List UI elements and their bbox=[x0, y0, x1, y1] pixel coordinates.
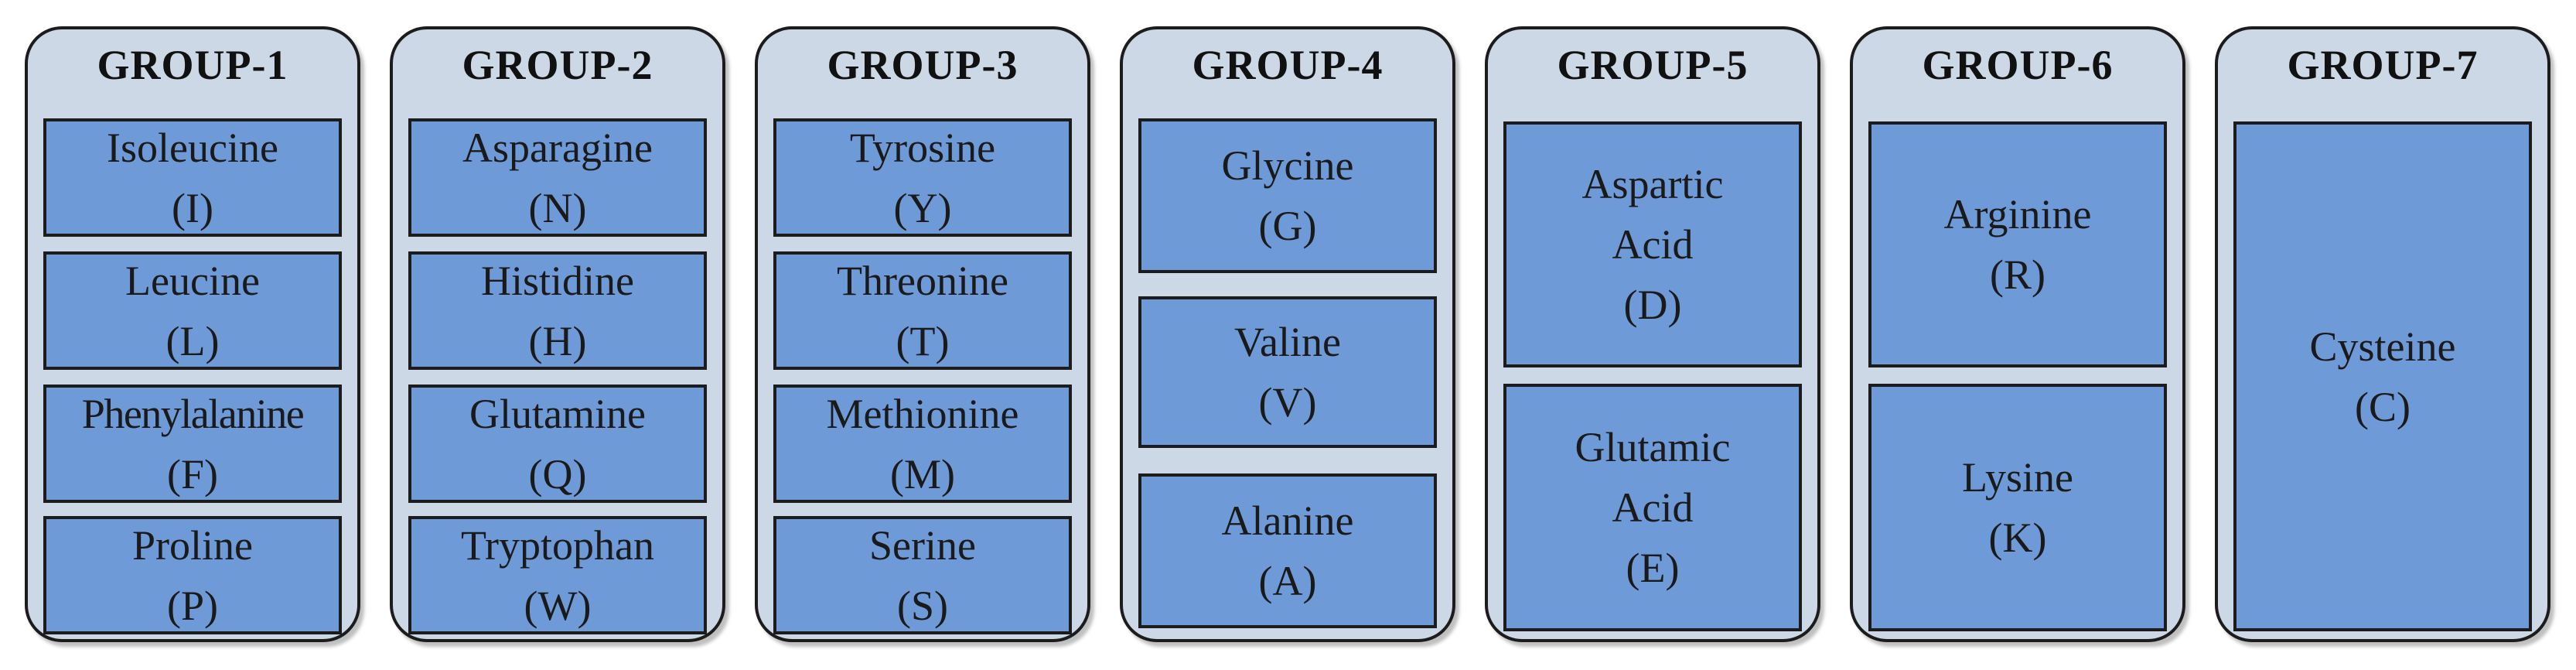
amino-acid-name: Tyrosine bbox=[849, 124, 996, 171]
amino-acid-abbr: (I) bbox=[172, 184, 213, 231]
amino-acid-abbr: (P) bbox=[167, 582, 218, 629]
amino-acid-name: Tryptophan bbox=[460, 521, 655, 569]
amino-acid-cell: Valine (V) bbox=[1138, 296, 1437, 448]
amino-acid-cell: Histidine (H) bbox=[408, 251, 707, 370]
group-title: GROUP-7 bbox=[2287, 42, 2479, 88]
amino-acid-name: Phenylalanine bbox=[81, 390, 305, 437]
amino-acid-abbr: (N) bbox=[528, 184, 587, 231]
amino-acid-name: Lysine bbox=[1962, 454, 2073, 501]
group-3-panel: GROUP-3 Tyrosine (Y) Threonine (T) Methi… bbox=[755, 26, 1090, 642]
amino-acid-name: Cysteine bbox=[2309, 323, 2456, 370]
amino-acid-abbr: (W) bbox=[524, 582, 592, 629]
amino-acid-name: Valine bbox=[1234, 319, 1341, 365]
amino-acid-name: Glutamine bbox=[469, 390, 646, 437]
amino-acid-cell: Serine (S) bbox=[773, 516, 1072, 634]
amino-acid-cell: Glycine (G) bbox=[1138, 118, 1437, 273]
amino-acid-name-line: Acid bbox=[1612, 221, 1694, 268]
group-2-panel: GROUP-2 Asparagine (N) Histidine (H) Glu… bbox=[390, 26, 725, 642]
amino-acid-abbr: (Y) bbox=[893, 184, 952, 231]
group-title: GROUP-5 bbox=[1557, 42, 1749, 88]
group-title: GROUP-3 bbox=[827, 42, 1018, 88]
amino-acid-abbr: (S) bbox=[897, 582, 948, 629]
amino-acid-abbr: (E) bbox=[1626, 545, 1680, 591]
amino-acid-name: Asparagine bbox=[462, 124, 653, 171]
amino-acid-cell: Alanine (A) bbox=[1138, 473, 1437, 628]
group-7-panel: GROUP-7 Cysteine (C) bbox=[2215, 26, 2550, 642]
group-4-panel: GROUP-4 Glycine (G) Valine (V) Alanine (… bbox=[1120, 26, 1455, 642]
amino-acid-abbr: (F) bbox=[167, 450, 218, 497]
amino-acid-cell: Isoleucine (I) bbox=[43, 118, 342, 237]
group-1-panel: GROUP-1 Isoleucine (I) Leucine (L) Pheny… bbox=[25, 26, 360, 642]
amino-acid-abbr: (T) bbox=[896, 317, 950, 364]
amino-acid-name: Histidine bbox=[481, 257, 634, 304]
amino-acid-name: Proline bbox=[132, 521, 253, 569]
amino-acid-name: Leucine bbox=[125, 257, 260, 304]
amino-acid-name-line: Glutamic bbox=[1575, 424, 1731, 470]
amino-acid-cell: Methionine (M) bbox=[773, 385, 1072, 503]
amino-acid-cell: Glutamic Acid (E) bbox=[1503, 384, 1802, 631]
amino-acid-abbr: (K) bbox=[1988, 514, 2047, 561]
amino-acid-name: Arginine bbox=[1943, 191, 2092, 238]
amino-acid-cell: Cysteine (C) bbox=[2233, 121, 2532, 631]
group-5-panel: GROUP-5 Aspartic Acid (D) Glutamic Acid … bbox=[1485, 26, 1820, 642]
amino-acid-name: Glycine bbox=[1221, 142, 1354, 189]
amino-acid-cell: Tryptophan (W) bbox=[408, 516, 707, 634]
amino-acid-abbr: (M) bbox=[890, 450, 955, 497]
amino-acid-cell: Glutamine (Q) bbox=[408, 385, 707, 503]
group-title: GROUP-6 bbox=[1922, 42, 2114, 88]
amino-acid-abbr: (C) bbox=[2355, 383, 2411, 430]
amino-acid-name-line: Aspartic bbox=[1581, 161, 1724, 207]
amino-acid-cell: Asparagine (N) bbox=[408, 118, 707, 237]
group-title: GROUP-2 bbox=[462, 42, 653, 88]
amino-acid-abbr: (L) bbox=[165, 317, 220, 364]
amino-acid-name: Alanine bbox=[1221, 497, 1354, 544]
group-title: GROUP-4 bbox=[1192, 42, 1384, 88]
amino-acid-name: Serine bbox=[869, 521, 976, 569]
amino-acid-name: Threonine bbox=[837, 257, 1008, 304]
amino-acid-name: Methionine bbox=[826, 390, 1019, 437]
amino-acid-name: Isoleucine bbox=[107, 124, 278, 171]
amino-acid-abbr: (V) bbox=[1258, 379, 1317, 426]
amino-acid-abbr: (G) bbox=[1258, 203, 1317, 249]
amino-acid-cell: Phenylalanine (F) bbox=[43, 385, 342, 503]
amino-acid-cell: Arginine (R) bbox=[1868, 121, 2167, 367]
amino-acid-cell: Lysine (K) bbox=[1868, 384, 2167, 631]
amino-acid-cell: Aspartic Acid (D) bbox=[1503, 121, 1802, 367]
amino-acid-cell: Leucine (L) bbox=[43, 251, 342, 370]
amino-acid-abbr: (A) bbox=[1258, 558, 1317, 604]
group-6-panel: GROUP-6 Arginine (R) Lysine (K) bbox=[1850, 26, 2185, 642]
amino-acid-abbr: (H) bbox=[528, 317, 587, 364]
amino-acid-abbr: (Q) bbox=[528, 450, 587, 497]
group-title: GROUP-1 bbox=[97, 42, 288, 88]
amino-acid-cell: Tyrosine (Y) bbox=[773, 118, 1072, 237]
amino-acid-cell: Proline (P) bbox=[43, 516, 342, 634]
amino-acid-abbr: (D) bbox=[1623, 282, 1682, 328]
amino-acid-cell: Threonine (T) bbox=[773, 251, 1072, 370]
amino-acid-name-line: Acid bbox=[1612, 484, 1694, 531]
amino-acid-abbr: (R) bbox=[1990, 251, 2045, 298]
